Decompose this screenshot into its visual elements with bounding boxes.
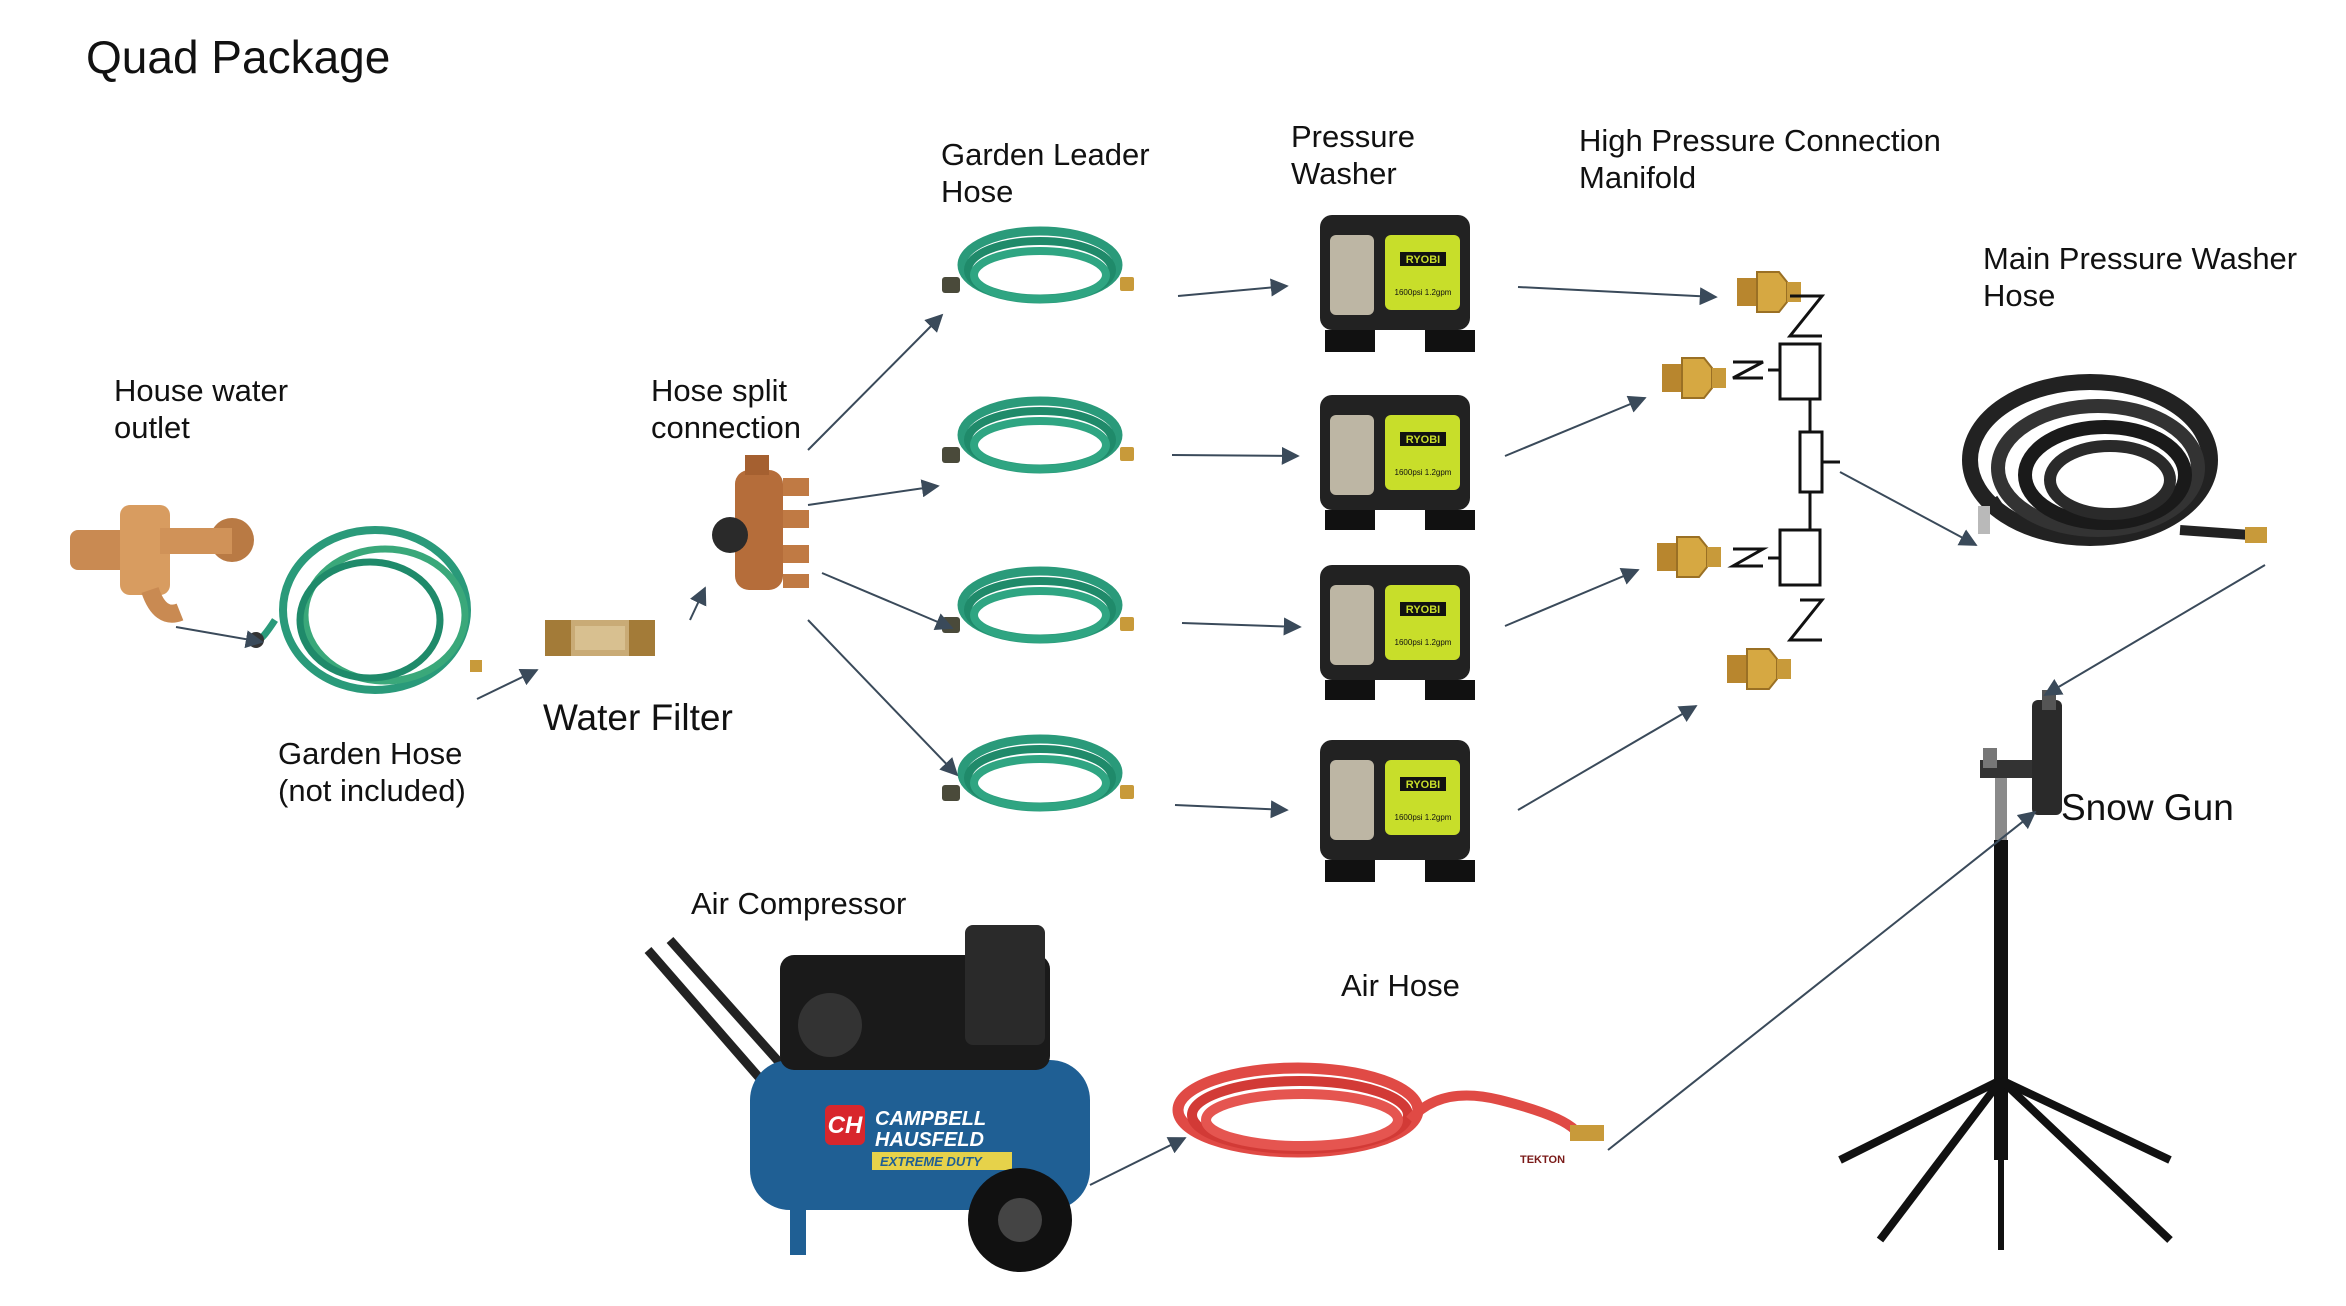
label-snow-gun: Snow Gun: [2061, 787, 2234, 828]
pressure-washer-3-icon: RYOBI 1600psi 1.2gpm: [1320, 565, 1475, 700]
arrow-split-to-leader-4: [807, 619, 959, 777]
label-air-hose: Air Hose: [1341, 968, 1460, 1003]
washer-1-model: 1600psi 1.2gpm: [1395, 288, 1452, 297]
arrow-compressor-to-air-hose: [1089, 1137, 1187, 1186]
arrow-washer-3-to-manifold: [1504, 567, 1640, 627]
arrow-split-to-leader-2: [807, 479, 940, 506]
label-hose-split: Hose split connection: [651, 373, 801, 445]
arrow-washer-4-to-manifold: [1517, 705, 1698, 811]
flow-arrows: [175, 278, 2266, 1186]
label-garden-hose: Garden Hose (not included): [278, 736, 466, 808]
air-hose-icon: TEKTON: [1172, 1062, 1604, 1166]
compressor-brand-line-1: CAMPBELL: [875, 1108, 986, 1130]
manifold-fitting-3-icon: [1656, 536, 1722, 578]
washer-3-brand: RYOBI: [1406, 604, 1440, 616]
washer-3-model: 1600psi 1.2gpm: [1395, 638, 1452, 647]
garden-leader-hose-3-icon: [942, 571, 1134, 639]
snow-gun-icon: [1838, 690, 2173, 1250]
pressure-washer-1-icon: RYOBI 1600psi 1.2gpm: [1320, 215, 1475, 352]
arrow-washer-2-to-manifold: [1504, 395, 1647, 457]
arrow-split-to-leader-3: [821, 572, 954, 630]
arrow-leader-4-to-washer-4: [1174, 800, 1289, 819]
arrow-leader-2-to-washer-2: [1171, 446, 1300, 465]
arrow-washer-1-to-manifold: [1517, 286, 1718, 306]
compressor-brand-line-2: HAUSFELD: [875, 1129, 984, 1151]
pressure-washer-4-icon: RYOBI 1600psi 1.2gpm: [1320, 740, 1475, 882]
garden-leader-hose-4-icon: [942, 739, 1134, 807]
air-hose-brand: TEKTON: [1520, 1154, 1565, 1166]
arrow-leader-1-to-washer-1: [1177, 278, 1289, 297]
arrow-leader-3-to-washer-3: [1181, 617, 1302, 636]
label-air-compressor: Air Compressor: [691, 886, 907, 921]
garden-leader-hose-2-icon: [942, 401, 1134, 469]
manifold-fitting-2-icon: [1661, 357, 1727, 399]
label-manifold: High Pressure Connection Manifold: [1579, 123, 1941, 195]
label-pressure-washer: Pressure Washer: [1291, 119, 1416, 191]
house-water-outlet-icon: [70, 505, 254, 623]
washer-2-brand: RYOBI: [1406, 434, 1440, 446]
page-title: Quad Package: [86, 31, 391, 83]
label-house-water-outlet: House water outlet: [114, 373, 289, 445]
arrow-outlet-to-hose: [175, 626, 264, 649]
compressor-logo: CH: [828, 1112, 863, 1139]
arrow-manifold-to-main-hose: [1839, 471, 1978, 546]
arrow-split-to-leader-1: [807, 313, 944, 451]
arrow-main-hose-to-snow-gun: [2043, 564, 2266, 696]
arrow-filter-to-split: [689, 586, 707, 621]
washer-4-model: 1600psi 1.2gpm: [1395, 813, 1452, 822]
garden-hose-icon: [248, 526, 482, 694]
air-compressor-icon: CH CAMPBELL HAUSFELD EXTREME DUTY: [644, 925, 1090, 1272]
manifold-fitting-1-icon: [1736, 271, 1802, 313]
label-water-filter: Water Filter: [543, 697, 733, 738]
label-main-hose: Main Pressure Washer Hose: [1983, 241, 2298, 313]
label-garden-leader-hose: Garden Leader Hose: [941, 137, 1150, 209]
washer-2-model: 1600psi 1.2gpm: [1395, 468, 1452, 477]
manifold-schematic: [1727, 294, 1840, 642]
arrow-hose-to-filter: [476, 668, 539, 700]
washer-1-brand: RYOBI: [1406, 254, 1440, 266]
garden-leader-hose-1-icon: [942, 231, 1134, 299]
arrow-air-hose-to-snow-gun: [1607, 810, 2037, 1151]
main-pressure-washer-hose-icon: [1962, 374, 2267, 546]
water-filter-icon: [545, 620, 655, 656]
hose-split-icon: [712, 455, 809, 590]
washer-4-brand: RYOBI: [1406, 779, 1440, 791]
compressor-tag: EXTREME DUTY: [880, 1154, 983, 1169]
pressure-washer-2-icon: RYOBI 1600psi 1.2gpm: [1320, 395, 1475, 530]
manifold-fitting-4-icon: [1726, 648, 1792, 690]
